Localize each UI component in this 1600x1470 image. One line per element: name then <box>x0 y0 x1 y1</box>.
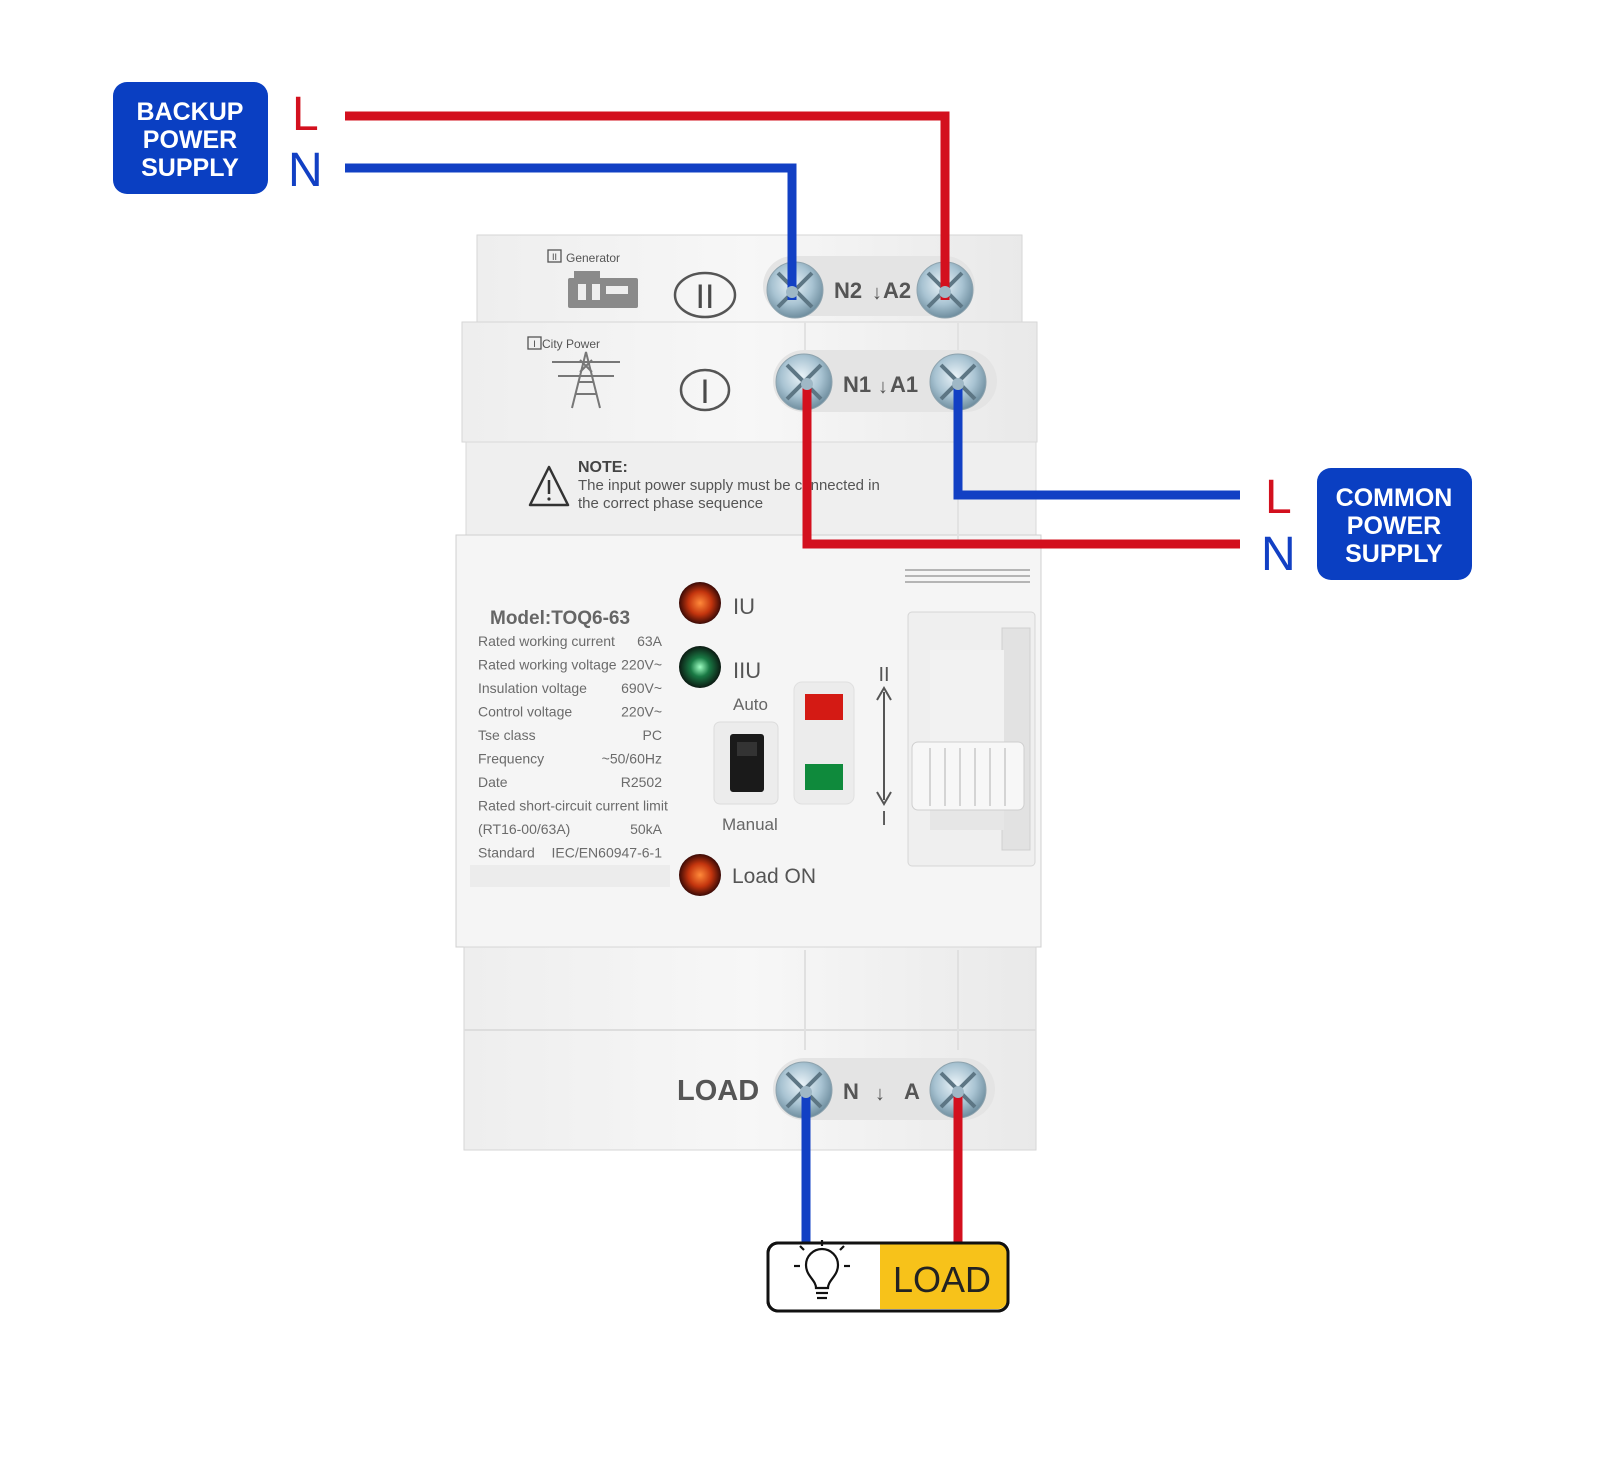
iiu-led <box>679 646 721 688</box>
city-roman: I <box>700 373 709 411</box>
load-box: LOAD <box>766 1240 1010 1313</box>
generator-label: Generator <box>566 251 620 265</box>
red-lamp <box>805 694 843 720</box>
city-badge: I <box>533 339 536 349</box>
svg-text:↓: ↓ <box>875 1083 885 1105</box>
common-power-supply-badge: COMMON POWER SUPPLY <box>1317 468 1472 580</box>
note-title: NOTE: <box>578 459 628 476</box>
load-a-label: A <box>904 1079 920 1104</box>
manual-label: Manual <box>722 815 778 834</box>
transfer-handle[interactable] <box>907 611 1036 867</box>
spec-label: (RT16-00/63A) <box>478 821 570 837</box>
common-n-label: N <box>1261 528 1296 581</box>
mode-selector: Auto Manual <box>713 695 779 834</box>
backup-power-supply-badge: BACKUP POWER SUPPLY <box>113 82 268 194</box>
generator-icon <box>568 271 638 308</box>
auto-label: Auto <box>733 695 768 714</box>
n1-label: N1 <box>843 372 871 397</box>
load-on-label: Load ON <box>732 865 816 888</box>
load-terminal-label: LOAD <box>677 1075 759 1107</box>
switch-scale: II I <box>876 664 892 830</box>
load-box-label: LOAD <box>893 1259 991 1300</box>
scale-bottom: I <box>881 808 887 830</box>
spec-label: Rated working current <box>478 633 615 649</box>
generator-roman: II <box>696 278 715 316</box>
city-label: City Power <box>542 337 600 351</box>
common-l-label: L <box>1265 471 1292 524</box>
power-tower-icon <box>552 351 620 409</box>
spec-value: 220V~ <box>621 704 662 720</box>
common-line3: SUPPLY <box>1345 540 1443 568</box>
spec-value: PC <box>643 727 662 743</box>
spec-label: Date <box>478 774 508 790</box>
backup-line3: SUPPLY <box>141 154 239 182</box>
load-on-led <box>679 854 721 896</box>
svg-text:↓: ↓ <box>872 282 882 304</box>
spec-label: Frequency <box>478 751 544 767</box>
light-bulb-icon <box>794 1240 850 1300</box>
green-lamp <box>805 764 843 790</box>
model-label: Model:TOQ6-63 <box>490 608 630 629</box>
note-line2: the correct phase sequence <box>578 495 763 512</box>
common-n-wire <box>802 382 1240 549</box>
spec-value: 220V~ <box>621 657 662 673</box>
indicator-iu: IU <box>679 582 755 624</box>
common-line1: COMMON <box>1336 484 1453 512</box>
common-line2: POWER <box>1347 512 1441 540</box>
spec-label: Tse class <box>478 727 536 743</box>
note-line1: The input power supply must be connected… <box>578 477 880 494</box>
scale-top: II <box>878 664 889 686</box>
spec-label: Rated short-circuit current limit <box>478 798 668 814</box>
load-n-label: N <box>843 1079 859 1104</box>
spec-label: Standard <box>478 845 535 861</box>
spec-value: 50kA <box>630 821 663 837</box>
generator-badge: II <box>552 252 557 262</box>
backup-line2: POWER <box>143 126 237 154</box>
a2-label: A2 <box>883 278 911 303</box>
spec-value: 690V~ <box>621 680 662 696</box>
n2-label: N2 <box>834 278 862 303</box>
backup-line1: BACKUP <box>137 98 244 126</box>
iu-led <box>679 582 721 624</box>
status-lamps <box>793 681 855 805</box>
iiu-label: IIU <box>733 658 761 683</box>
spec-label: Rated working voltage <box>478 657 617 673</box>
spec-value: IEC/EN60947-6-1 <box>551 845 662 861</box>
svg-text:↓: ↓ <box>878 376 888 398</box>
iu-label: IU <box>733 594 755 619</box>
spec-value: R2502 <box>621 774 662 790</box>
spec-plate: Model:TOQ6-63 Rated working current 63A Ra… <box>470 608 670 887</box>
backup-n-wire <box>345 163 797 300</box>
wires <box>345 111 1240 1243</box>
backup-n-label: N <box>288 144 323 197</box>
spec-value: ~50/60Hz <box>602 751 662 767</box>
backup-l-label: L <box>292 88 319 141</box>
warning-icon <box>528 465 570 507</box>
vent-lines <box>905 569 1030 583</box>
spec-label: Insulation voltage <box>478 680 587 696</box>
backup-l-wire <box>345 111 950 300</box>
indicator-load-on: Load ON <box>679 854 816 896</box>
common-l-wire <box>953 382 1240 500</box>
spec-value: 63A <box>637 633 663 649</box>
spec-label: Control voltage <box>478 704 572 720</box>
indicator-iiu: IIU <box>679 646 761 688</box>
a1-label: A1 <box>890 372 918 397</box>
